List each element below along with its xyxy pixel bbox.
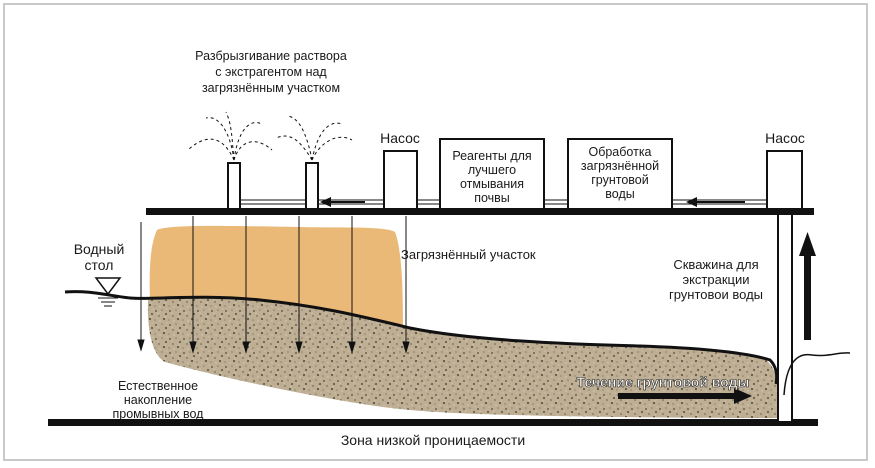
reagents-label-1: Реагенты для [452,149,531,163]
reagents-box [439,138,545,210]
reagents-label-2: лучшего [468,163,516,177]
soil-layer [147,298,778,418]
low-permeability-label: Зона низкой проницаемости [341,432,525,448]
surface-line [64,290,779,385]
groundwater-flow-label: Течение грунтовой воды [577,374,750,390]
well-label-2: экстракции [682,272,749,287]
treatment-box [567,138,673,210]
spray-right-icon [275,115,353,161]
contaminated-zone-label: Загрязнённый участок [401,247,536,262]
accumulation-label-1: Естественное [118,379,198,393]
well-label-3: грунтовои воды [669,287,763,302]
well-water-line [783,352,851,396]
pump-right-label: Насос [765,130,805,146]
well-up-arrow [799,232,816,340]
reagents-label-4: почвы [474,191,510,205]
flow-arrow-right [686,197,745,207]
sprinkler-right [305,162,319,210]
pump-left-label: Насос [380,130,420,146]
treatment-label-1: Обработка [588,145,651,159]
spray-label-2: с экстрагентом над [215,65,327,79]
reagents-label-3: отмывания [460,177,524,191]
surface-platform [146,208,814,215]
spray-label-1: Разбрызгивание раствора [195,49,347,63]
flow-arrow-left [320,197,365,207]
groundwater-flow-arrow [618,388,752,404]
spray-label-3: загрязнённым участком [202,81,340,95]
well-label-1: Скважина для [673,257,758,272]
treatment-label-4: воды [605,187,634,201]
water-table-label-2: стол [85,257,114,273]
water-table-icon [94,277,122,307]
water-table-label-1: Водный [74,241,125,257]
treatment-label-3: грунтовой [591,173,649,187]
sprinkler-left [227,162,241,210]
accumulation-label-2: накопление [124,393,192,407]
accumulation-label-3: промывных вод [113,407,205,421]
low-permeability-layer [48,419,818,426]
pump-right-box [766,150,803,210]
spray-left-icon [187,111,273,161]
treatment-label-2: загрязнённой [581,159,659,173]
injection-arrows [137,216,410,354]
pump-left-box [383,150,418,210]
